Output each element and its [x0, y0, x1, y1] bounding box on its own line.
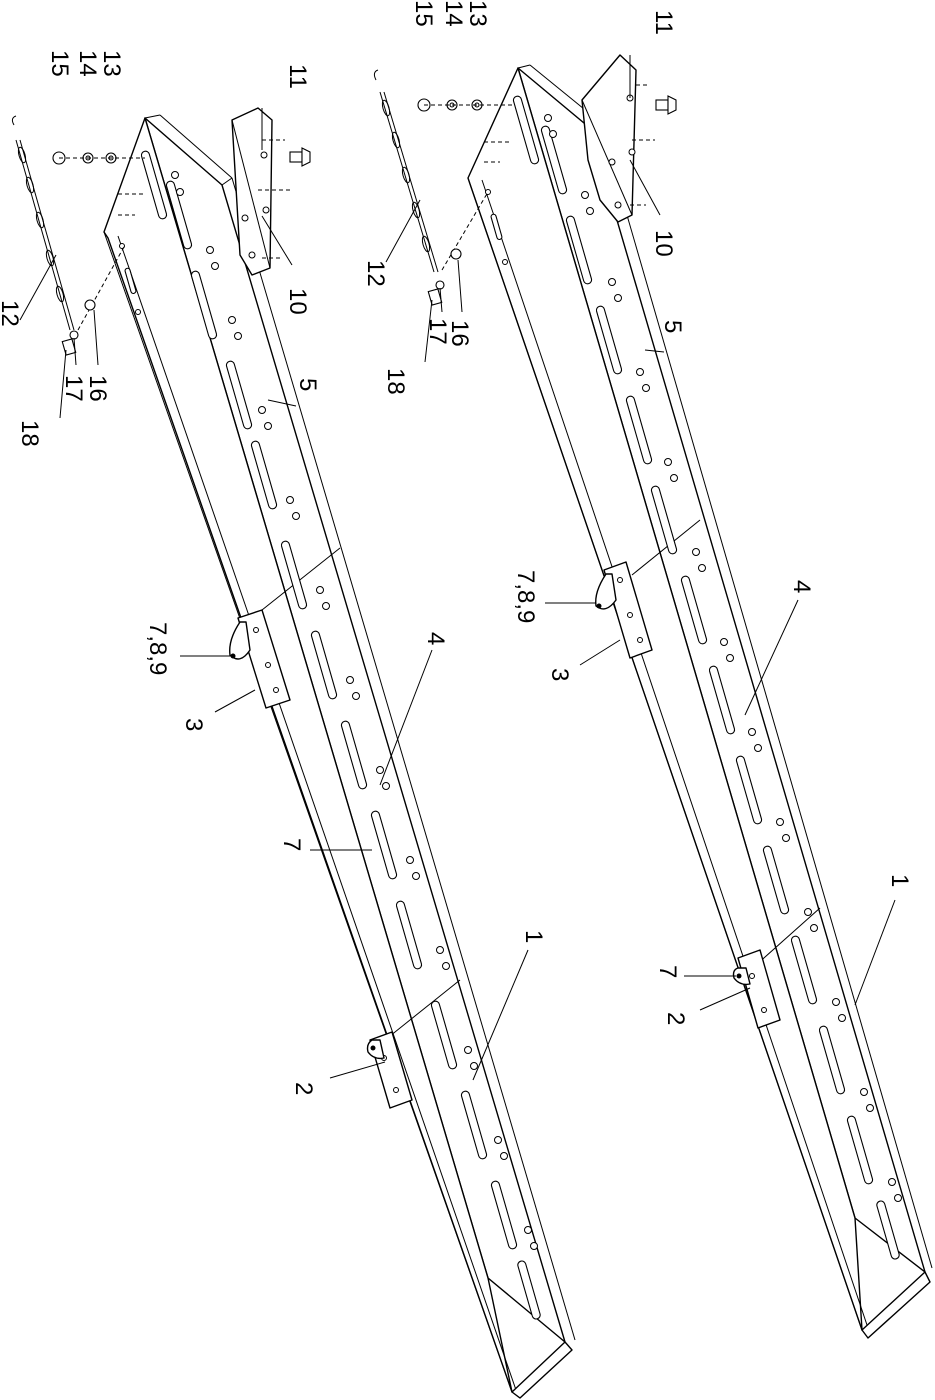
pad-10-right [581, 54, 637, 223]
bracket-2-right [732, 949, 781, 1029]
callout-1: 1 [886, 874, 913, 887]
chain-12-right [373, 69, 489, 273]
callout-11: 11 [650, 10, 677, 35]
callout-3: 3 [546, 668, 573, 681]
callout-2: 2 [662, 1012, 689, 1025]
callout-13: 13 [98, 50, 125, 77]
callout-15: 15 [410, 0, 437, 27]
fastener-17-18-left [61, 330, 79, 356]
callout-10: 10 [284, 288, 311, 315]
callout-10: 10 [650, 230, 677, 257]
callout-13: 13 [464, 0, 491, 27]
bolt-11-left [289, 147, 311, 167]
deck-holes-right [544, 114, 902, 1202]
bolt-11-right [655, 95, 677, 115]
callouts-left: 15 14 13 11 10 12 16 17 18 5 7,8,9 3 4 1… [0, 50, 547, 1095]
hardware-stack-right [417, 98, 515, 112]
callout-4: 4 [422, 632, 449, 645]
callout-7-8-9: 7,8,9 [144, 622, 171, 675]
callout-16: 16 [446, 320, 473, 347]
bracket-3-right [595, 561, 653, 659]
callout-18: 18 [16, 420, 43, 447]
callout-16: 16 [84, 375, 111, 402]
chain-12-left [11, 115, 126, 331]
callout-11: 11 [284, 64, 311, 89]
ramp-right [467, 64, 933, 1339]
callouts-right: 15 14 13 11 10 12 16 17 18 5 7,8,9 3 4 1… [362, 0, 913, 1025]
right-assembly: 15 14 13 11 10 12 16 17 18 5 7,8,9 3 4 1… [362, 0, 933, 1339]
callout-12: 12 [362, 260, 389, 287]
deck-holes [171, 171, 538, 1250]
callout-5: 5 [659, 320, 686, 333]
left-assembly: 15 14 13 11 10 12 16 17 18 5 7,8,9 3 4 1… [0, 50, 576, 1399]
fastener-17-18-right [427, 280, 445, 306]
callout-3: 3 [180, 718, 207, 731]
callout-1: 1 [520, 930, 547, 943]
callout-17: 17 [424, 318, 451, 345]
callout-14: 14 [440, 0, 467, 27]
callout-2: 2 [290, 1082, 317, 1095]
deck-slots-right [512, 95, 900, 1260]
deck-slots [140, 150, 541, 1320]
callout-17: 17 [60, 375, 87, 402]
ramp-left [103, 114, 576, 1399]
callout-7: 7 [654, 965, 681, 978]
callout-14: 14 [74, 50, 101, 77]
callout-7-8-9: 7,8,9 [512, 570, 539, 623]
bracket-3-left [229, 609, 291, 709]
hardware-stack-left [52, 151, 145, 165]
callout-18: 18 [382, 368, 409, 395]
callout-15: 15 [46, 50, 73, 77]
callout-5: 5 [294, 378, 321, 391]
callout-7: 7 [278, 838, 305, 851]
bracket-2-left [366, 1031, 413, 1109]
callout-12: 12 [0, 300, 23, 327]
callout-4: 4 [788, 580, 815, 593]
